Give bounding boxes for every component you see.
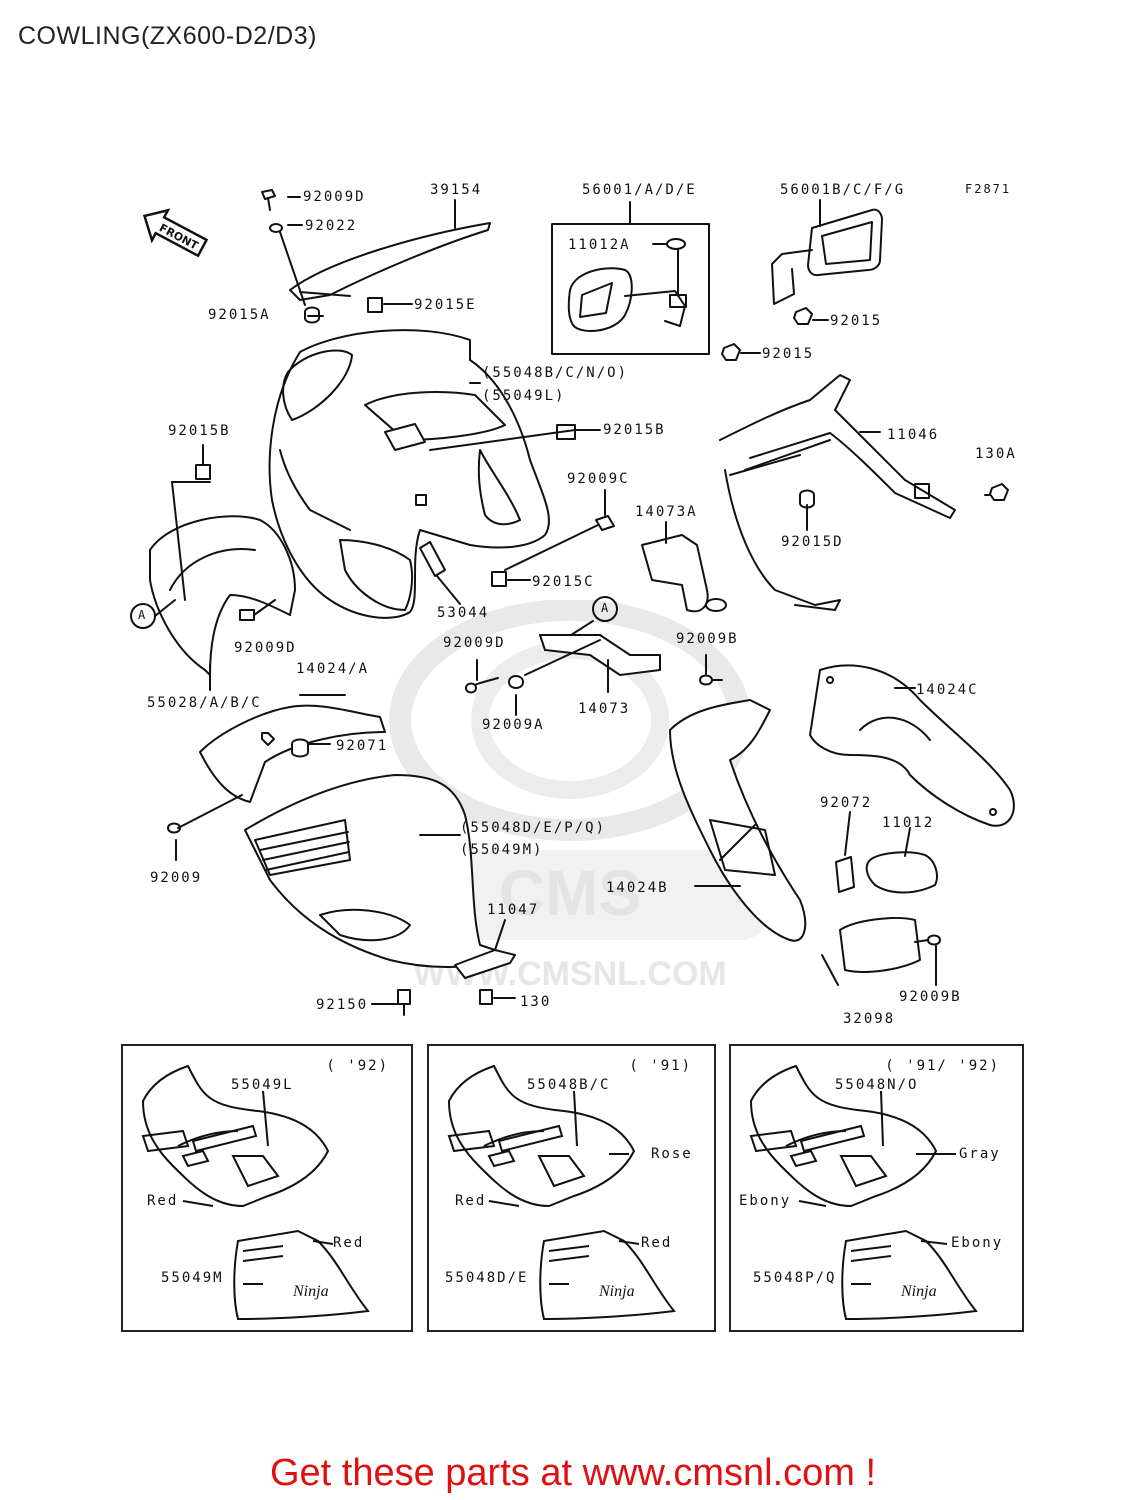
inner-cover-14024C — [809, 664, 1015, 827]
label-130A: 130A — [975, 446, 1017, 462]
callout-a-left-label: A — [138, 608, 146, 622]
mirror-right — [721, 199, 883, 361]
label-92150: 92150 — [316, 997, 369, 1013]
label-53044: 53044 — [437, 605, 490, 621]
label-92072: 92072 — [820, 795, 873, 811]
variant-91-upper-color: Red — [455, 1193, 487, 1209]
variant-91-upper-part: 55048B/C — [527, 1077, 611, 1093]
variant-panel-92: Ninja ( '92) 55049L Red Red 55049M — [121, 1044, 413, 1332]
svg-text:Ninja: Ninja — [900, 1283, 937, 1300]
variant-91-drawing: Ninja — [447, 1064, 676, 1321]
upper-cowling — [268, 329, 551, 619]
label-92015E: 92015E — [414, 297, 477, 313]
variant-91-92-upper-color: Ebony — [739, 1193, 792, 1209]
callout-a-right — [592, 596, 618, 622]
lower-cowling — [244, 774, 511, 968]
label-92015B-left: 92015B — [168, 423, 231, 439]
label-92009D-mid: 92009D — [443, 635, 506, 651]
label-14024C: 14024C — [916, 682, 979, 698]
label-55048BCNO: (55048B/C/N/O) — [482, 365, 629, 381]
label-55049L: (55049L) — [482, 388, 566, 404]
variant-91-year: ( '91) — [629, 1058, 692, 1074]
label-92009D-top: 92009D — [303, 189, 366, 205]
cowling-stay-11046 — [719, 374, 1009, 611]
label-11012A: 11012A — [568, 237, 631, 253]
label-56001: 56001/A/D/E — [582, 182, 697, 198]
label-92015C: 92015C — [532, 574, 595, 590]
variant-91-92-upper-part: 55048N/O — [835, 1077, 919, 1093]
callout-a-right-label: A — [601, 601, 609, 615]
footer-promo-link[interactable]: Get these parts at www.cmsnl.com ! — [269, 1452, 877, 1494]
label-92015-mirror2: 92015 — [762, 346, 815, 362]
variant-92-lower-color: Red — [333, 1235, 365, 1251]
page-title: COWLING(ZX600-D2/D3) — [18, 22, 317, 50]
label-14073: 14073 — [578, 701, 631, 717]
variant-92-drawing: Ninja — [141, 1064, 370, 1321]
label-55028: 55028/A/B/C — [147, 695, 262, 711]
label-130: 130 — [520, 994, 552, 1010]
label-56001B: 56001B/C/F/G — [780, 182, 906, 198]
variant-91-92-year: ( '91/ '92) — [885, 1058, 1000, 1074]
label-14024B: 14024B — [606, 880, 669, 896]
variant-91-upper-color-right: Rose — [651, 1146, 693, 1162]
inner-cover-14024B — [669, 654, 807, 942]
variant-92-lower-part: 55049M — [161, 1270, 224, 1286]
svg-text:Ninja: Ninja — [292, 1283, 329, 1300]
variant-91-92-lower-part: 55048P/Q — [753, 1270, 837, 1286]
inner-panel-55028 — [149, 481, 296, 691]
variant-91-lower-color: Red — [641, 1235, 673, 1251]
label-92009B-mid: 92009B — [676, 631, 739, 647]
label-11046: 11046 — [887, 427, 940, 443]
figure-ref: F2871 — [965, 182, 1012, 196]
front-arrow-icon: FRONT — [142, 208, 209, 258]
label-14073A: 14073A — [635, 504, 698, 520]
label-92015-mirror: 92015 — [830, 313, 883, 329]
label-14024A: 14024/A — [296, 661, 370, 677]
label-39154: 39154 — [430, 182, 483, 198]
label-92015D: 92015D — [781, 534, 844, 550]
variant-91-92-upper-color-right: Gray — [959, 1146, 1001, 1162]
label-92015A: 92015A — [208, 307, 271, 323]
variant-92-upper-part: 55049L — [231, 1077, 294, 1093]
label-92071: 92071 — [336, 738, 389, 754]
label-11012: 11012 — [882, 815, 935, 831]
label-55048DEPQ: (55048D/E/P/Q) — [460, 820, 607, 836]
label-32098: 32098 — [843, 1011, 896, 1027]
variant-91-92-lower-color: Ebony — [951, 1235, 1004, 1251]
variant-panel-91: Ninja ( '91) 55048B/C Rose Red Red 55048… — [427, 1044, 716, 1332]
mirror-left — [567, 238, 687, 332]
inner-cover-14024A — [167, 694, 386, 861]
label-92009D-left: 92009D — [234, 640, 297, 656]
label-92022: 92022 — [305, 218, 358, 234]
variant-92-year: ( '92) — [326, 1058, 389, 1074]
windshield-39154 — [261, 189, 491, 324]
label-92009A: 92009A — [482, 717, 545, 733]
label-92009: 92009 — [150, 870, 203, 886]
label-55049M: (55049M) — [460, 842, 544, 858]
label-92009C: 92009C — [567, 471, 630, 487]
variant-panel-91-92: Ninja ( '91/ '92) 55048N/O Gray Ebony Eb… — [729, 1044, 1024, 1332]
variant-91-92-drawing: Ninja — [749, 1064, 978, 1321]
variant-92-upper-color: Red — [147, 1193, 179, 1209]
label-92009B-bot: 92009B — [899, 989, 962, 1005]
label-92015B-mid: 92015B — [603, 422, 666, 438]
svg-text:Ninja: Ninja — [598, 1283, 635, 1300]
label-11047: 11047 — [487, 902, 540, 918]
variant-91-lower-part: 55048D/E — [445, 1270, 529, 1286]
